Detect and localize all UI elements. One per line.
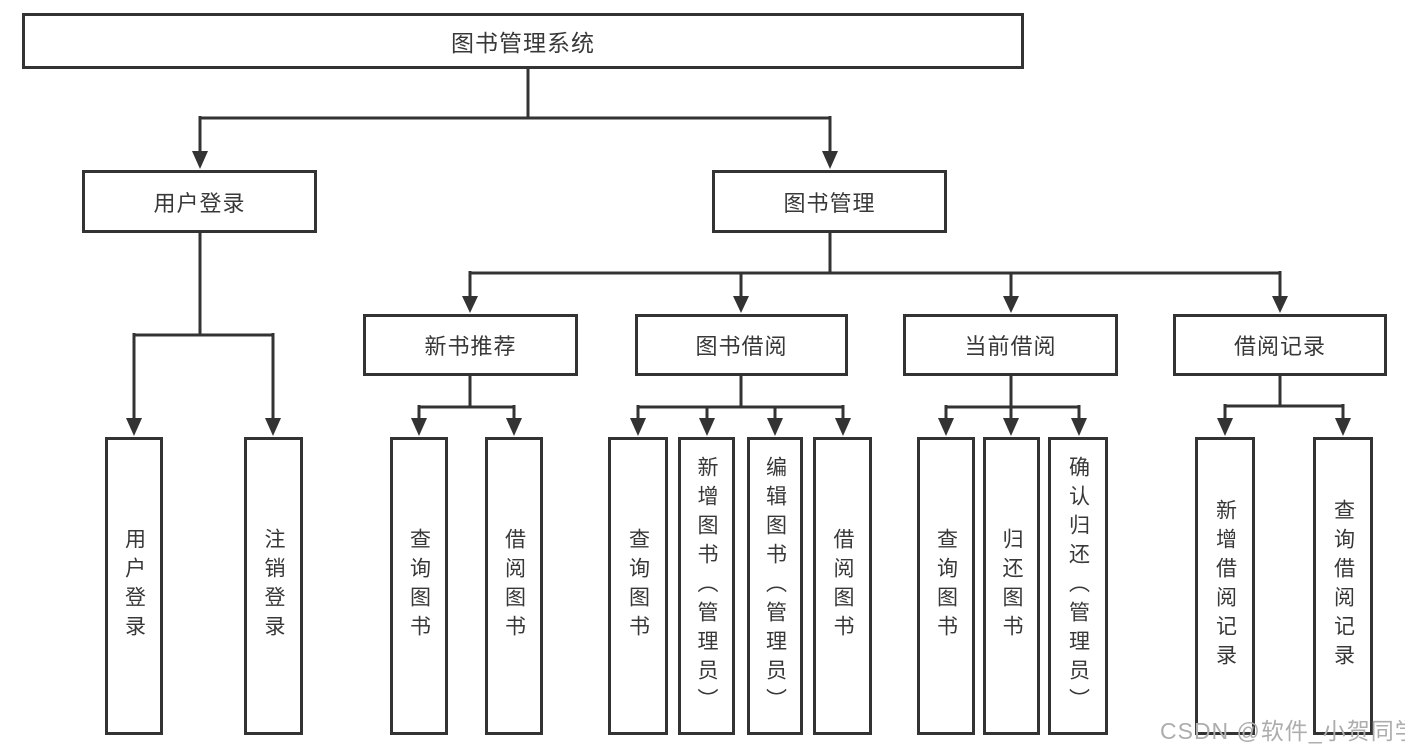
node-label: 图书管理系统 <box>451 30 595 56</box>
node-leaf-borrow-books-1: 借阅图书 <box>485 437 543 735</box>
node-label: 注销登录 <box>262 528 285 644</box>
node-label: 当前借阅 <box>964 334 1057 359</box>
node-leaf-borrow-books-2: 借阅图书 <box>813 437 872 735</box>
node-label: 用户登录 <box>153 190 246 216</box>
arrowhead-cb-return <box>1003 418 1019 436</box>
arrowhead-br-query <box>1335 418 1351 436</box>
node-label: 查询图书 <box>407 528 431 644</box>
node-leaf-query-books-3: 查询图书 <box>917 437 975 735</box>
node-leaf-add-borrow-record: 新增借阅记录 <box>1195 437 1255 735</box>
arrowhead-bb-borrow <box>835 418 851 436</box>
node-new-book-recommendation: 新书推荐 <box>363 314 578 376</box>
node-label: 确认归还（管理员） <box>1066 455 1090 717</box>
arrowhead-user-login <box>192 151 208 169</box>
node-label: 新增借阅记录 <box>1213 499 1237 673</box>
node-user-login: 用户登录 <box>82 170 317 233</box>
node-label: 查询借阅记录 <box>1331 499 1355 673</box>
node-library-management-system: 图书管理系统 <box>22 13 1024 69</box>
node-current-borrowing: 当前借阅 <box>903 314 1118 376</box>
node-leaf-edit-books-admin: 编辑图书（管理员） <box>747 437 803 735</box>
node-label: 借阅图书 <box>831 528 854 644</box>
arrowhead-book-management <box>822 151 838 169</box>
arrowhead-ul-login <box>126 418 142 436</box>
node-label: 借阅记录 <box>1233 334 1326 359</box>
node-leaf-return-books: 归还图书 <box>983 437 1040 735</box>
node-book-management: 图书管理 <box>712 170 947 233</box>
node-label: 新书推荐 <box>424 334 517 359</box>
arrowhead-bb-edit <box>767 418 783 436</box>
arrowhead-bb-query <box>630 418 646 436</box>
arrowhead-ul-logout <box>265 418 281 436</box>
node-label: 归还图书 <box>1000 528 1023 644</box>
node-label: 图书管理 <box>783 190 876 216</box>
node-leaf-add-books-admin: 新增图书（管理员） <box>678 437 735 735</box>
node-label: 查询图书 <box>626 528 650 644</box>
arrowhead-current-borrow <box>1003 296 1019 313</box>
node-leaf-query-books-1: 查询图书 <box>390 437 448 735</box>
arrowhead-bb-add <box>699 418 715 436</box>
node-leaf-logout: 注销登录 <box>244 437 303 735</box>
arrowhead-cb-query <box>938 418 954 436</box>
node-label: 新增图书（管理员） <box>695 455 718 717</box>
node-leaf-query-books-2: 查询图书 <box>608 437 668 735</box>
arrowhead-new-books <box>462 296 478 313</box>
arrowhead-nb-borrow <box>506 418 522 436</box>
node-leaf-user-login: 用户登录 <box>105 437 163 735</box>
node-book-borrowing: 图书借阅 <box>635 314 848 376</box>
node-label: 编辑图书（管理员） <box>763 455 787 717</box>
csdn-watermark: CSDN @软件_小贺同学 <box>1160 718 1405 744</box>
node-label: 借阅图书 <box>502 528 526 644</box>
arrowhead-cb-confirm <box>1071 418 1087 436</box>
arrowhead-br-add <box>1217 418 1233 436</box>
node-label: 用户登录 <box>122 528 146 644</box>
node-leaf-query-borrow-record: 查询借阅记录 <box>1313 437 1373 735</box>
node-leaf-confirm-return-admin: 确认归还（管理员） <box>1048 437 1108 735</box>
arrowhead-book-borrow <box>733 296 749 313</box>
node-label: 查询图书 <box>934 528 958 644</box>
node-borrowing-records: 借阅记录 <box>1173 314 1387 376</box>
node-label: 图书借阅 <box>695 334 788 359</box>
arrowhead-borrow-records <box>1272 296 1288 313</box>
arrowhead-nb-query <box>411 418 427 436</box>
